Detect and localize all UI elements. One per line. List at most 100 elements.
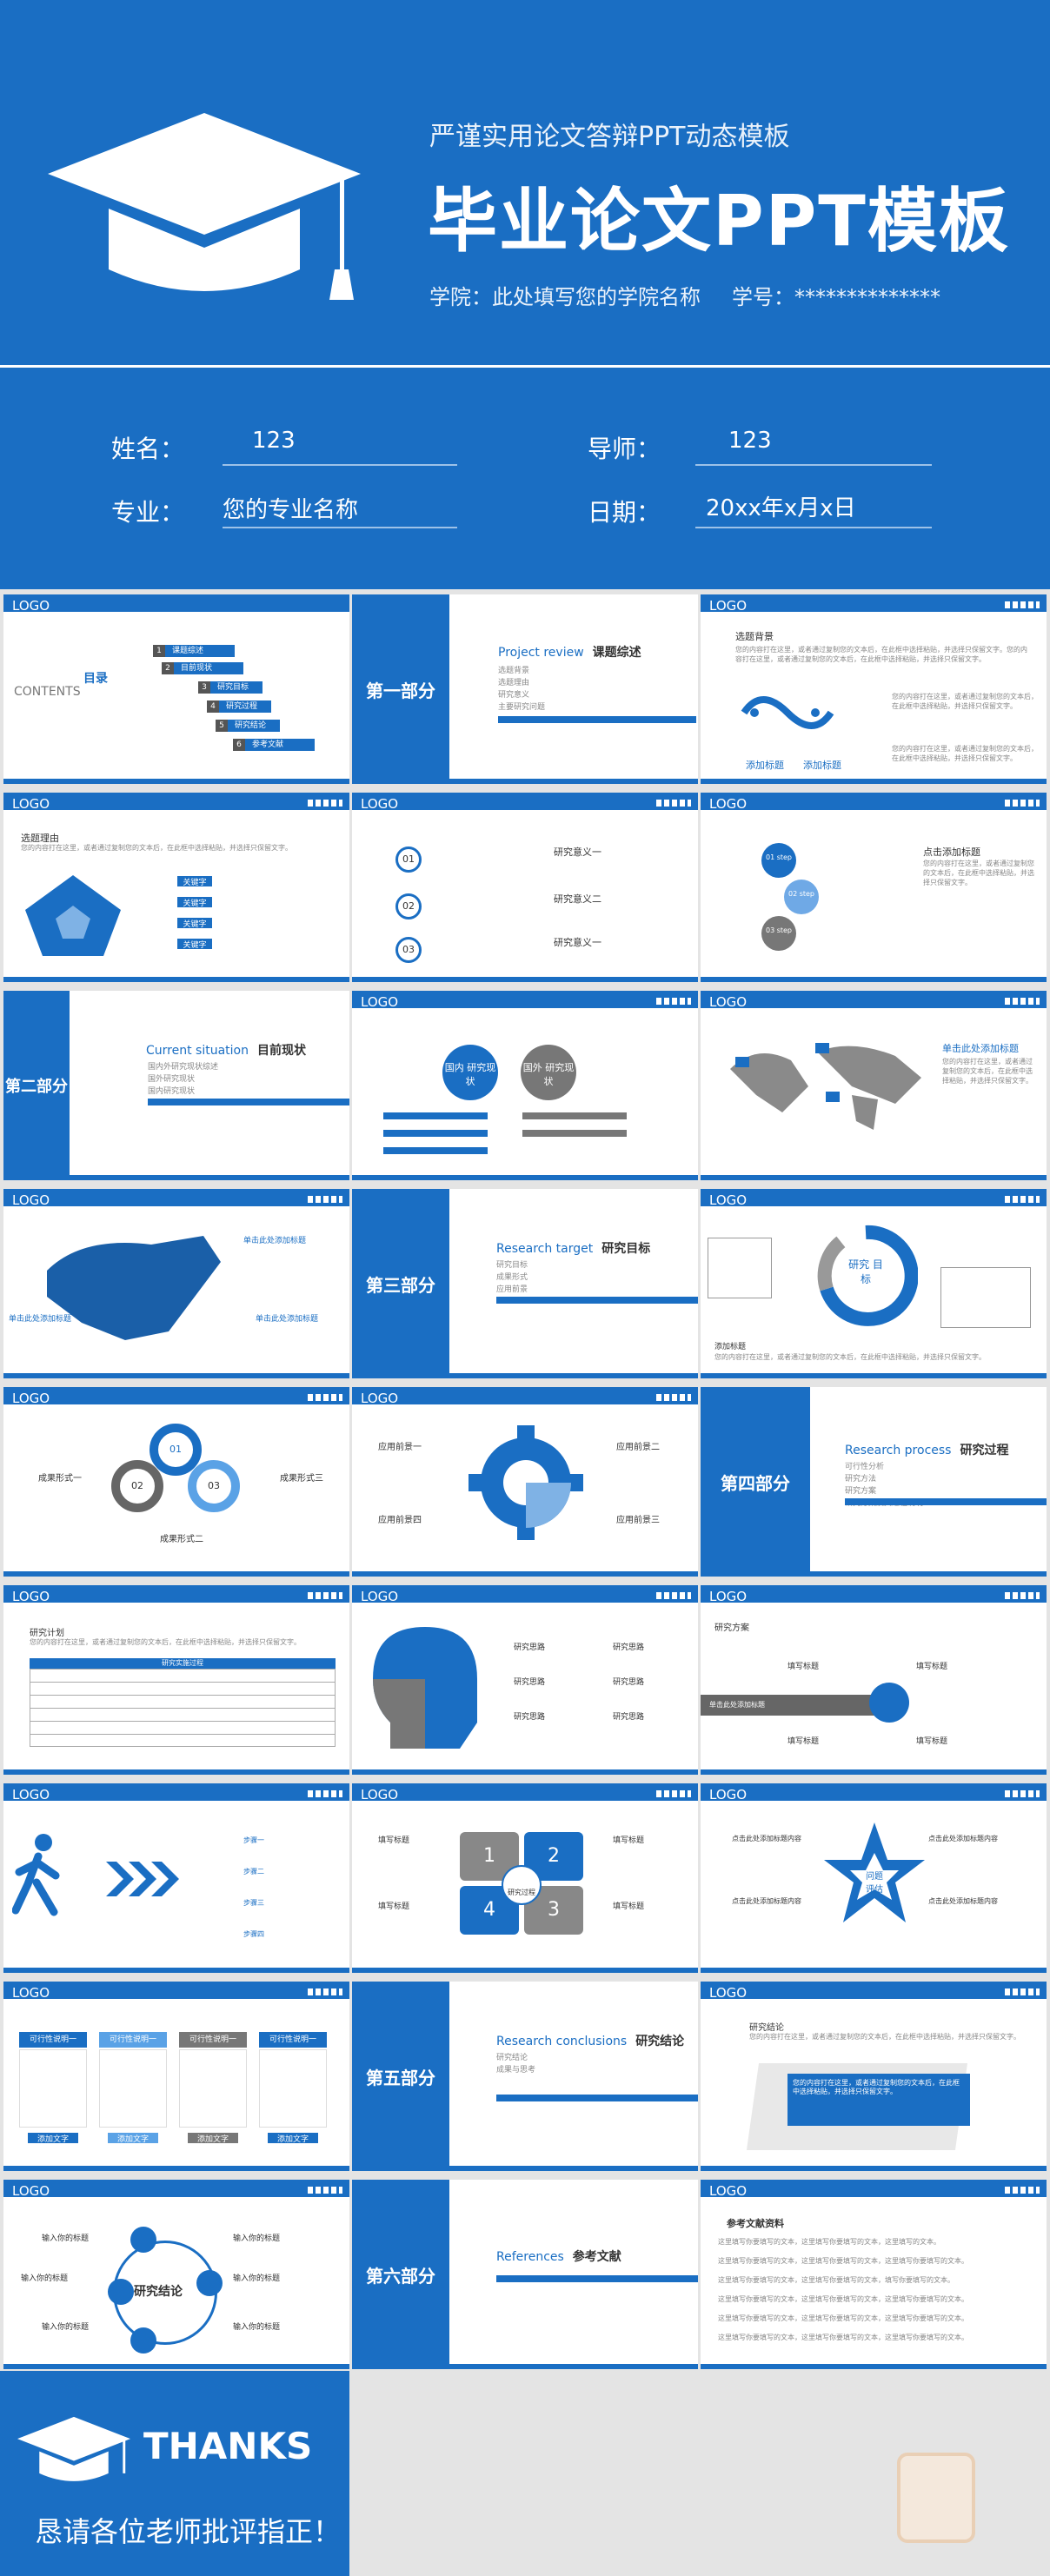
section-label: 第五部分: [366, 2067, 435, 2088]
slide-star[interactable]: LOGO 问题 评估 点击此处添加标题内容 点击此处添加标题内容 点击此处添加标…: [701, 1783, 1047, 1973]
slide-process-grid[interactable]: LOGO 1 2 4 3 研究过程 填写标题 填写标题 填写标题 填写标题: [352, 1783, 698, 1973]
name-label: 姓名：: [111, 435, 185, 463]
slide-steps[interactable]: LOGO 01 step 02 step 03 step 点击添加标题 您的内容…: [701, 793, 1047, 982]
slide-heading: 研究方案: [714, 1623, 749, 1633]
watermark-logo-icon: [897, 2453, 975, 2543]
keyword-badge: 关键字: [177, 939, 212, 950]
slide-scheme[interactable]: LOGO 研究方案 单击此处添加标题 填写标题 填写标题 填写标题 填写标题: [701, 1585, 1047, 1775]
scheme-label: 填写标题: [788, 1737, 820, 1746]
slide-feasibility[interactable]: LOGO 可行性说明一 可行性说明一 可行性说明一 可行性说明一 添加文字 添加…: [3, 1982, 349, 2171]
feasibility-header: 可行性说明一: [179, 2032, 247, 2048]
approach-label: 研究思路: [613, 1713, 645, 1722]
slide-plan[interactable]: LOGO 研究计划 您的内容打在这里，或者通过复制您的文本后，在此框中选择粘贴，…: [3, 1585, 349, 1775]
star-center: 问题 评估: [866, 1872, 883, 1895]
toc-num: 2: [162, 662, 174, 674]
toc-item[interactable]: 研究结论: [228, 720, 280, 732]
number-ring: 01: [150, 1424, 202, 1476]
slide-prospect[interactable]: LOGO 应用前景一 应用前景二 应用前景四 应用前景三: [352, 1387, 698, 1577]
section-label: 第三部分: [366, 1274, 435, 1296]
advisor-label: 导师：: [588, 435, 661, 463]
toc-item[interactable]: 参考文献: [245, 739, 315, 751]
scheme-label: 填写标题: [788, 1663, 820, 1671]
major-field[interactable]: 您的专业名称: [223, 497, 359, 523]
slide-reason[interactable]: LOGO 选题理由 您的内容打在这里，或者通过复制您的文本后，在此框中选择粘贴，…: [3, 793, 349, 982]
thanks-slide[interactable]: THANKS 恳请各位老师批评指正！: [0, 2371, 349, 2576]
grid-label: 填写标题: [613, 1902, 645, 1911]
toc-item[interactable]: 目前现状: [174, 662, 243, 674]
section-item: 研究目标: [496, 1261, 528, 1270]
add-text-button[interactable]: 添加文字: [28, 2133, 78, 2144]
section-item: 选题理由: [498, 679, 530, 687]
toc-item[interactable]: 课题综述: [165, 645, 235, 657]
conclusion-label: 输入你的标题: [42, 2323, 90, 2332]
cover-slide[interactable]: 严谨实用论文答辩PPT动态模板 毕业论文PPT模板 学院：此处填写您的学院名称学…: [0, 0, 1050, 589]
step-label: 步骤一: [243, 1836, 264, 1844]
feasibility-header: 可行性说明一: [19, 2032, 87, 2048]
thanks-subtitle: 恳请各位老师批评指正！: [35, 2515, 342, 2548]
scheme-center: 单击此处添加标题: [701, 1695, 874, 1716]
slide-references[interactable]: LOGO 参考文献资料 这里填写你要填写的文本，这里填写你要填写的文本，这里填写…: [701, 2180, 1047, 2369]
slide-target[interactable]: LOGO 研究 目标 添加标题 您的内容打在这里，或者通过复制您的文本后，在此框…: [701, 1189, 1047, 1378]
star-label: 点击此处添加标题内容: [732, 1835, 801, 1842]
advisor-field[interactable]: 123: [728, 428, 772, 454]
slide-world-map[interactable]: LOGO 单击此处添加标题 您的内容打在这里，或者通过复制您的文本后，在此框中选…: [701, 991, 1047, 1180]
date-field[interactable]: 20xx年x月x日: [706, 495, 856, 521]
world-map-icon: [730, 1043, 921, 1130]
section-item: 国内外研究现状综述: [148, 1063, 219, 1072]
toc-num: 6: [233, 739, 245, 751]
add-text-button[interactable]: 添加文字: [268, 2133, 318, 2144]
reference-line: 这里填写你要填写的文本，这里填写你要填写的文本，这里填写你要填写的文本。: [718, 2334, 968, 2341]
slide-approach[interactable]: LOGO 研究思路 研究思路 研究思路 研究思路 研究思路 研究思路: [352, 1585, 698, 1775]
grid-center: 研究过程: [502, 1865, 542, 1905]
cover-subtitle: 严谨实用论文答辩PPT动态模板: [429, 122, 790, 152]
slide-significance[interactable]: LOGO 01 02 03 研究意义一 研究意义二 研究意义一: [352, 793, 698, 982]
item-label: 研究意义一: [554, 846, 601, 858]
cover-divider: [0, 365, 1050, 368]
label-a: 单击此处添加标题: [243, 1237, 307, 1245]
add-title: 添加标题: [803, 760, 841, 771]
slide-status[interactable]: LOGO 国内 研究现状 国外 研究现状: [352, 991, 698, 1180]
section-item: 成果与思考: [496, 2066, 536, 2075]
slide-heading: 单击此处添加标题: [942, 1043, 1019, 1054]
reference-line: 这里填写你要填写的文本，这里填写你要填写的文本，填写你要填写的文本。: [718, 2276, 954, 2284]
toc-item[interactable]: 研究目标: [210, 681, 262, 694]
slide-china-map[interactable]: LOGO 单击此处添加标题 单击此处添加标题 单击此处添加标题: [3, 1189, 349, 1378]
chevron-arrows-icon: [106, 1862, 179, 1896]
reference-line: 这里填写你要填写的文本，这里填写你要填写的文本，这里填写你要填写的文本。: [718, 2295, 968, 2303]
feasibility-header: 可行性说明一: [259, 2032, 327, 2048]
number-ring: 02: [111, 1460, 163, 1512]
conclusion-label: 输入你的标题: [21, 2274, 69, 2283]
reference-line: 这里填写你要填写的文本，这里填写你要填写的文本，这里填写你要填写的文本。: [718, 2257, 968, 2265]
slide-running[interactable]: LOGO 步骤一 步骤二 步骤三 步骤四: [3, 1783, 349, 1973]
toc-title: 目录: [83, 672, 108, 686]
section-label: 第六部分: [366, 2265, 435, 2287]
section-item: 成果形式: [496, 1273, 528, 1282]
section-item: 应用前景: [496, 1285, 528, 1294]
section-label: 第二部分: [5, 1078, 68, 1096]
add-text-button[interactable]: 添加文字: [188, 2133, 238, 2144]
name-field[interactable]: 123: [252, 428, 296, 454]
slide-heading: 选题背景: [735, 631, 774, 642]
star-icon: [824, 1822, 925, 1922]
conclusion-label: 输入你的标题: [42, 2234, 90, 2243]
name-underline: [223, 464, 457, 466]
date-label: 日期：: [588, 498, 661, 527]
slide-results[interactable]: LOGO 01 02 03 成果形式一 成果形式二 成果形式三: [3, 1387, 349, 1577]
approach-label: 研究思路: [514, 1643, 546, 1652]
toc-item[interactable]: 研究过程: [219, 700, 271, 713]
slide-conclusion-diagram[interactable]: LOGO 研究结论 输入你的标题 输入你的标题 输入你的标题 输入你的标题 输入…: [3, 2180, 349, 2369]
slide-conclusion[interactable]: LOGO 研究结论 您的内容打在这里，或者通过复制您的文本后，在此框中选择粘贴，…: [701, 1982, 1047, 2171]
number-circle: 01: [395, 846, 422, 873]
slide-background[interactable]: LOGO 选题背景 您的内容打在这里，或者通过复制您的文本后，在此框中选择粘贴，…: [701, 594, 1047, 784]
china-map-icon: [47, 1236, 221, 1340]
prospect-label: 应用前景二: [616, 1443, 660, 1452]
graduation-cap-icon: [17, 2416, 130, 2481]
add-text-button[interactable]: 添加文字: [108, 2133, 158, 2144]
